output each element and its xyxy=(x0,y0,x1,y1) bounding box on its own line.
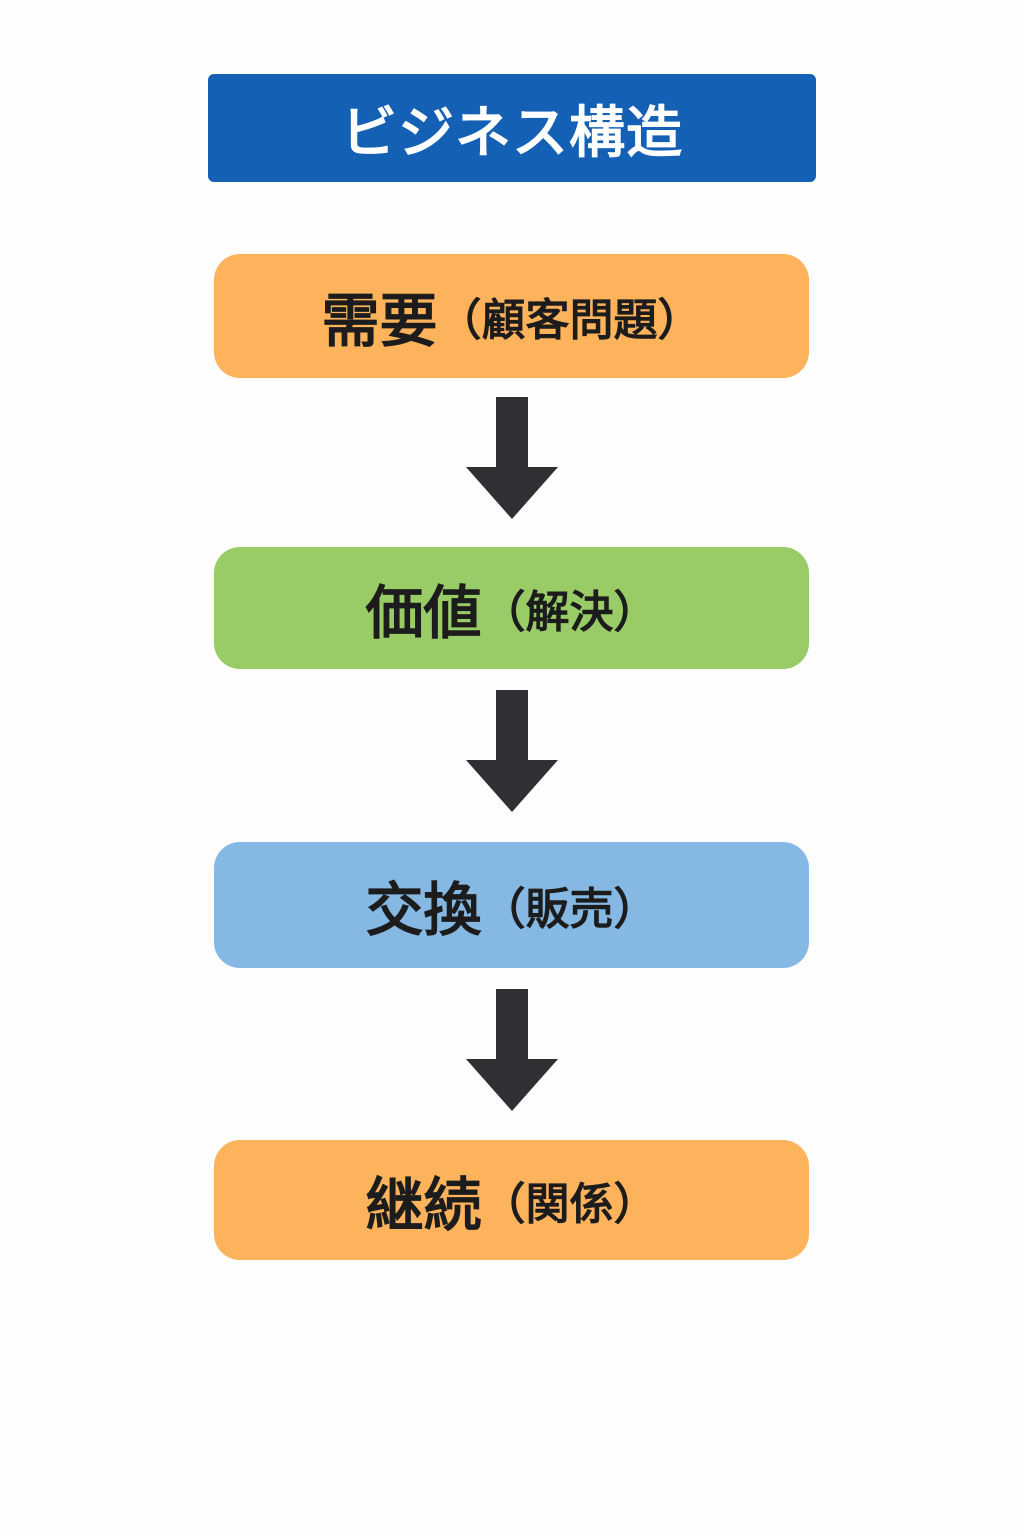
step-demand-label: 需要 xyxy=(321,287,438,355)
step-exchange: 交換（販売） xyxy=(214,842,809,968)
step-continuity: 継続（関係） xyxy=(214,1140,809,1260)
down-arrow-icon xyxy=(466,989,558,1111)
step-exchange-sublabel: （販売） xyxy=(481,884,658,935)
step-value: 価値（解決） xyxy=(214,547,809,669)
step-value-label: 価値 xyxy=(365,579,482,647)
step-demand: 需要（顧客問題） xyxy=(214,254,809,378)
step-continuity-sublabel: （関係） xyxy=(481,1179,658,1230)
step-continuity-label: 継続 xyxy=(365,1171,482,1239)
down-arrow-icon xyxy=(466,397,558,519)
diagram-title: ビジネス構造 xyxy=(208,74,816,182)
down-arrow-icon xyxy=(466,690,558,812)
step-exchange-label: 交換 xyxy=(365,876,482,944)
step-value-sublabel: （解決） xyxy=(481,587,658,638)
step-demand-sublabel: （顧客問題） xyxy=(437,295,702,346)
diagram-title-text: ビジネス構造 xyxy=(341,100,683,166)
